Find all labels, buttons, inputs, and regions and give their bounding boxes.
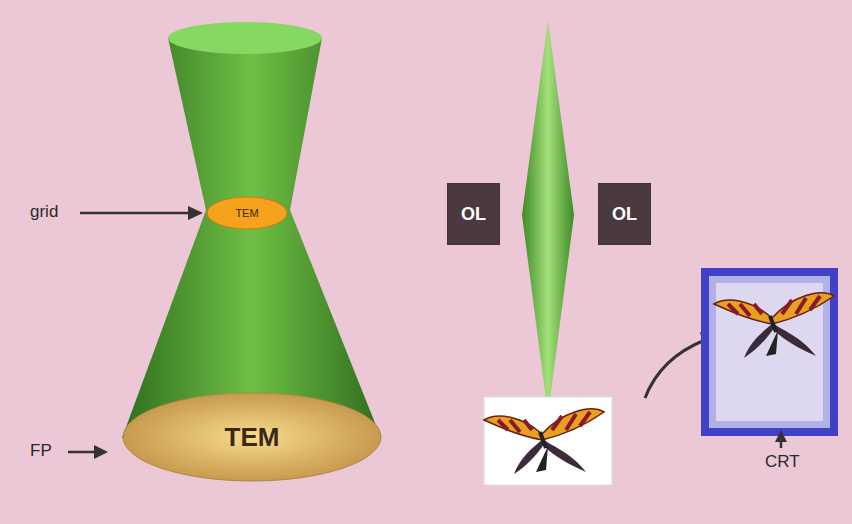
part-label: FP [30,441,52,461]
node-text: OL [612,204,637,225]
ellipse-plane: TEM [206,196,288,230]
ellipse-plane: TEM [122,392,382,482]
part-label: grid [30,202,58,222]
node-text: TEM [225,422,280,453]
node-text: OL [461,204,486,225]
node-text: TEM [235,207,258,219]
part-label: CRT [765,452,800,472]
lens-box: OL [598,183,651,245]
lens-box: OL [447,183,500,245]
